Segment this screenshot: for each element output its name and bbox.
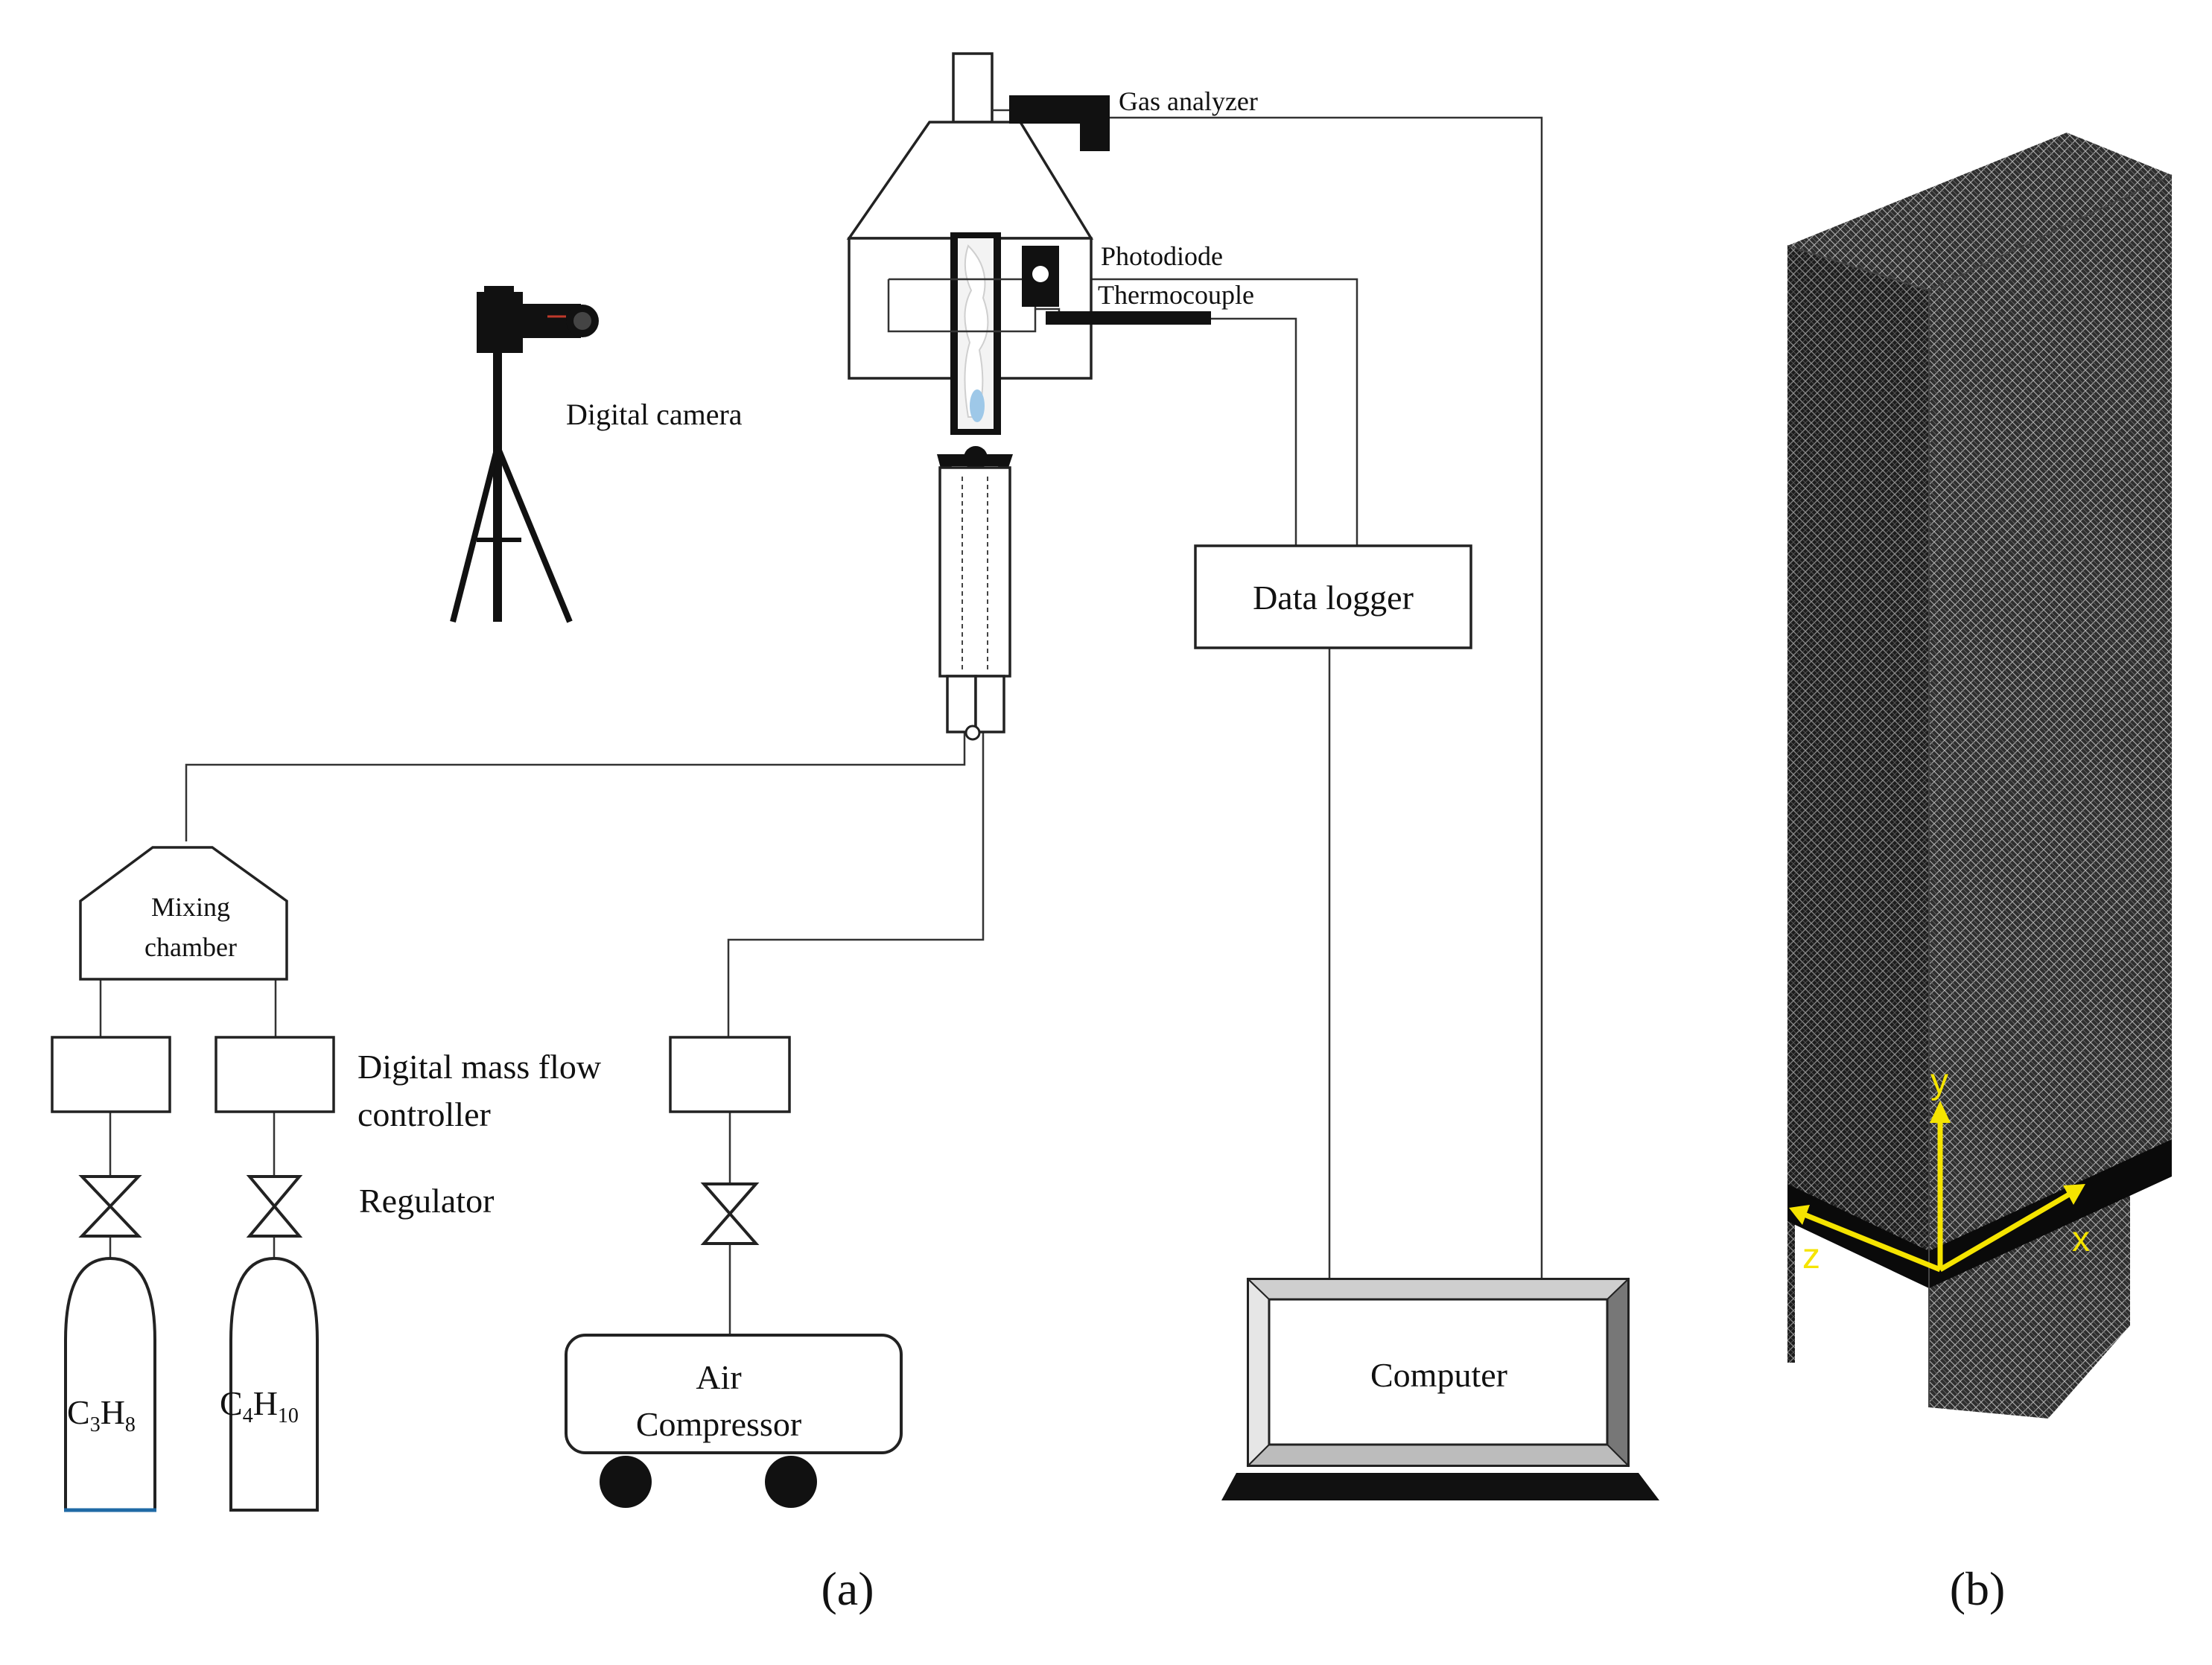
computational-mesh [1787,133,2173,1419]
thermocouple-label: Thermocouple [1098,280,1254,310]
air-compressor [565,1334,903,1508]
regulator-valve-3 [700,1182,760,1245]
regulator-valve-1 [78,1175,142,1238]
gas-cylinder-2 [229,1256,319,1512]
digital-camera-label: Digital camera [566,398,743,431]
data-logger-box [1194,544,1472,649]
mixing-chamber-label-1: Mixing [151,892,230,922]
computer-label: Computer [1370,1356,1507,1394]
air-compressor-label-1: Air [696,1358,741,1396]
burner [937,446,1013,741]
caption-b: (b) [1950,1562,2006,1615]
gas-analyzer-label: Gas analyzer [1119,86,1258,116]
computer [1221,1277,1659,1500]
mass-flow-label-1: Digital mass flow [357,1048,602,1086]
photodiode [1022,246,1059,307]
axis-z-label: z [1802,1237,1820,1276]
gas-analyzer [992,95,1110,151]
axis-y-label: y [1930,1062,1948,1101]
gas-cylinder-1 [64,1256,156,1512]
mass-flow-controller-2 [214,1036,335,1113]
cylinder-2-label: C4H10 [220,1384,299,1427]
regulator-label: Regulator [359,1182,494,1220]
thermocouple [1035,308,1211,325]
caption-a: (a) [821,1562,874,1615]
regulator-valve-2 [246,1175,303,1238]
cylinder-1-label: C3H8 [67,1393,136,1436]
connection-lines [99,116,1543,1335]
mixing-chamber [79,846,288,981]
data-logger-label: Data logger [1253,579,1414,617]
axis-x-label: x [2072,1220,2090,1259]
coordinate-axes [1789,1101,2085,1273]
mass-flow-controller-3 [669,1036,791,1113]
mass-flow-label-2: controller [357,1095,491,1133]
mass-flow-controller-1 [51,1036,171,1113]
air-compressor-label-2: Compressor [636,1405,801,1443]
photodiode-label: Photodiode [1101,241,1223,271]
mixing-chamber-label-2: chamber [144,932,237,962]
digital-camera-tripod [450,286,599,623]
